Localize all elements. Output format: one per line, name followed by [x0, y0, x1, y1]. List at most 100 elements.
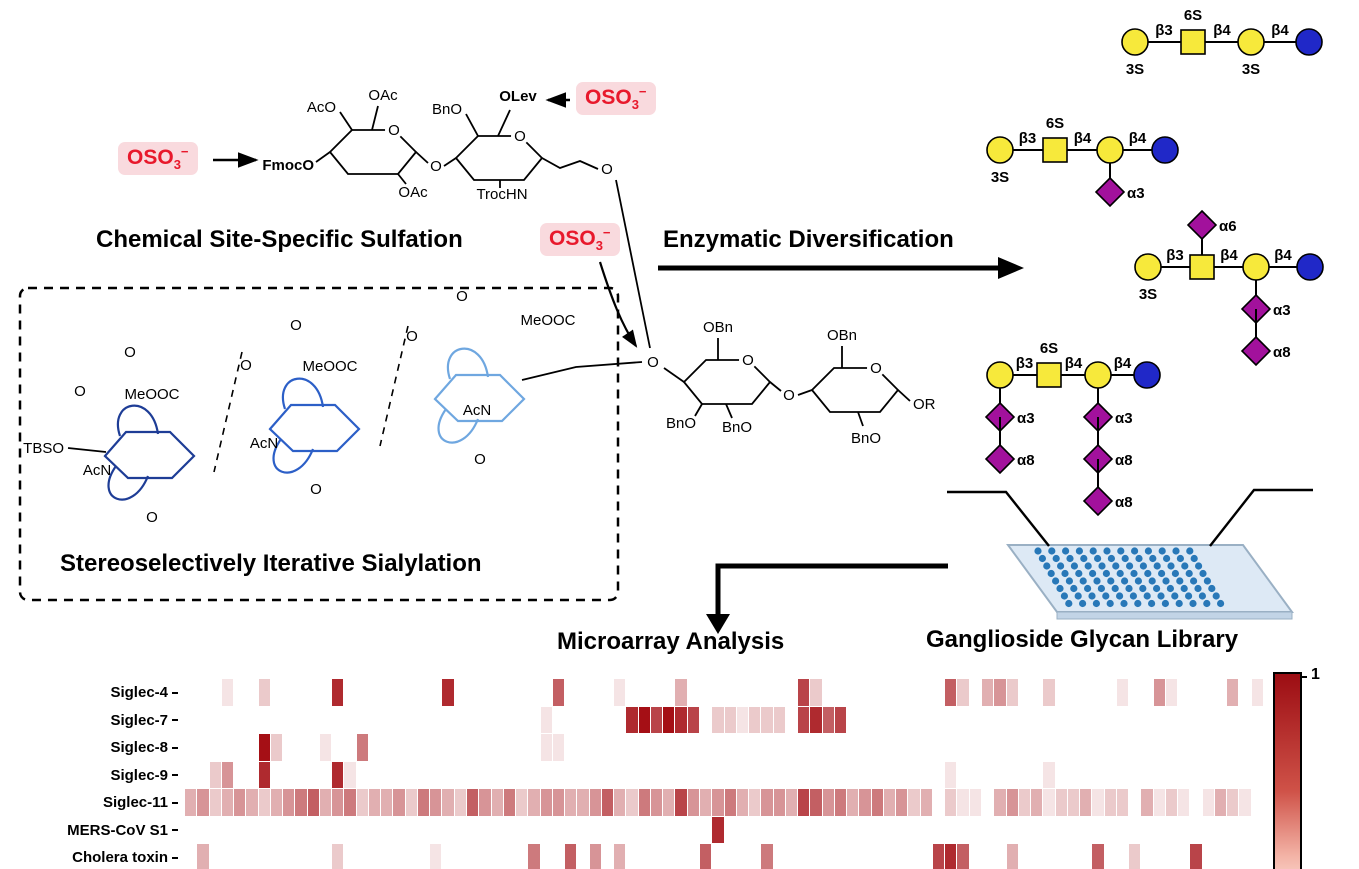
- heatmap-cell: [601, 789, 614, 816]
- microarray-spot: [1158, 569, 1166, 578]
- tbso-bond: [67, 447, 107, 453]
- heatmap-cell: [393, 679, 405, 706]
- heatmap-cell: [1227, 816, 1239, 843]
- heatmap-cell: [1080, 789, 1092, 816]
- heatmap-cell: [1043, 706, 1055, 733]
- heatmap-cell: [1006, 789, 1018, 816]
- microarray-spot: [1047, 569, 1055, 578]
- heatmap-cell: [1055, 706, 1067, 733]
- heatmap-row-label-text: Siglec-7: [110, 711, 168, 729]
- heatmap-cell: [234, 844, 246, 869]
- heatmap-cell: [516, 679, 528, 706]
- microarray-spot: [1153, 584, 1161, 593]
- heatmap-cell: [1129, 761, 1141, 788]
- heatmap-cell: [417, 816, 430, 843]
- heatmap-cell: [1080, 844, 1092, 869]
- heatmap-cell: [712, 761, 724, 788]
- heatmap-cell: [822, 816, 834, 843]
- heatmap-cell: [1239, 706, 1251, 733]
- label-OBn-2: OBn: [827, 327, 857, 344]
- heatmap-cell: [1239, 761, 1251, 788]
- heatmap-cell: [1018, 679, 1031, 706]
- heatmap-cell: [749, 761, 761, 788]
- heatmap-cell: [1214, 816, 1227, 843]
- microarray-spot: [1198, 592, 1206, 600]
- heatmap-cell: [883, 679, 896, 706]
- ring-oxygen: O: [742, 352, 754, 369]
- heatmap-cell: [589, 761, 601, 788]
- heatmap-cell: [393, 706, 405, 733]
- heatmap-cell: [185, 789, 197, 816]
- heatmap-cell: [1080, 761, 1092, 788]
- microarray-spot: [1057, 562, 1065, 570]
- heatmap-cell: [687, 734, 699, 761]
- heatmap-cell: [1239, 844, 1251, 869]
- microarray-spot: [1139, 584, 1147, 593]
- heatmap-cell: [1031, 679, 1043, 706]
- heatmap-grid: [185, 679, 1263, 869]
- microarray-spot: [1116, 569, 1124, 578]
- heatmap-cell: [859, 679, 871, 706]
- heatmap-cell: [1104, 816, 1116, 843]
- heatmap-cell: [822, 761, 834, 788]
- heatmap-cell: [467, 734, 479, 761]
- heatmap-cell: [454, 844, 466, 869]
- heatmap-cell: [675, 789, 687, 816]
- microarray-spot: [1089, 547, 1097, 555]
- heatmap-cell: [1080, 734, 1092, 761]
- heatmap-cell: [1153, 706, 1165, 733]
- heatmap-cell: [479, 679, 491, 706]
- axis-tick: [172, 774, 178, 777]
- microarray-spot: [1130, 569, 1138, 578]
- microarray-spot: [1112, 562, 1120, 570]
- heatmap-cell: [565, 789, 577, 816]
- heatmap-cell: [785, 844, 798, 869]
- microarray-spot: [1144, 547, 1152, 555]
- yellow-square-monosaccharide: [1042, 137, 1068, 163]
- heatmap-cell: [883, 816, 896, 843]
- heatmap-cell: [945, 706, 957, 733]
- heatmap-cell: [344, 844, 356, 869]
- heatmap-cell: [834, 734, 847, 761]
- heatmap-cell: [1018, 816, 1031, 843]
- microarray-spot: [1190, 554, 1198, 563]
- oxazolidinone-loop: [272, 438, 315, 474]
- heatmap-cell: [258, 789, 270, 816]
- heatmap-cell: [491, 761, 503, 788]
- purple-diamond-monosaccharide: [984, 443, 1016, 475]
- heatmap-row: [185, 816, 1263, 843]
- heatmap-cell: [430, 789, 442, 816]
- heatmap-cell: [368, 844, 381, 869]
- microarray-spot: [1172, 547, 1180, 555]
- heatmap-cell: [1055, 816, 1067, 843]
- purple-diamond-monosaccharide: [1082, 485, 1114, 517]
- label-BnO-3: BnO: [851, 430, 881, 447]
- heatmap-cell: [319, 734, 332, 761]
- heatmap-cell: [1141, 844, 1153, 869]
- heatmap-cell: [1031, 816, 1043, 843]
- heatmap-cell: [1141, 679, 1153, 706]
- heatmap-cell: [798, 844, 810, 869]
- heatmap-cell: [1092, 679, 1104, 706]
- heatmap-cell: [405, 734, 417, 761]
- microarray-spot: [1060, 592, 1068, 600]
- heatmap-cell: [847, 679, 859, 706]
- label-BnO: BnO: [666, 415, 696, 432]
- bond-lines: [521, 338, 911, 427]
- heatmap-cell: [1031, 734, 1043, 761]
- heatmap-cell: [687, 844, 699, 869]
- heatmap-cell: [393, 761, 405, 788]
- heatmap-cell: [614, 679, 626, 706]
- heatmap-cell: [1018, 706, 1031, 733]
- heatmap-cell: [1190, 789, 1202, 816]
- heatmap-cell: [1239, 789, 1251, 816]
- heatmap-cell: [577, 789, 589, 816]
- heatmap-cell: [871, 844, 883, 869]
- heatmap-cell: [552, 679, 565, 706]
- carbonate-bridge: [447, 347, 490, 380]
- heatmap-cell: [1104, 844, 1116, 869]
- heatmap-cell: [552, 706, 565, 733]
- microarray-spot: [1038, 554, 1046, 563]
- heatmap-cell: [773, 679, 785, 706]
- heatmap-cell: [503, 816, 516, 843]
